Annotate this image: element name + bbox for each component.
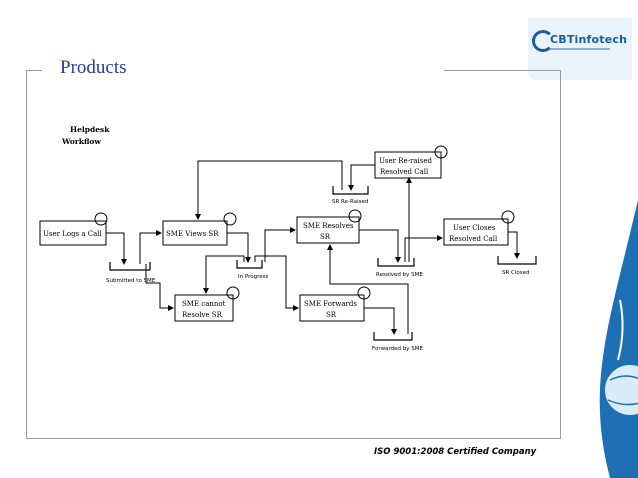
node-label: Resolved Call <box>449 235 498 243</box>
state-label: Resolved by SME <box>376 272 423 278</box>
connector <box>106 232 127 265</box>
state-label: SR Closed <box>502 270 530 276</box>
state-reraised-bracket <box>332 186 369 195</box>
logo-mark-icon <box>532 30 554 52</box>
node-label: SME Views SR <box>166 230 219 238</box>
connector <box>359 229 401 263</box>
connector <box>404 235 443 262</box>
footer-certification: ISO 9001:2008 Certified Company <box>374 447 537 457</box>
connector <box>508 231 520 259</box>
content-frame <box>26 70 561 439</box>
node-label: User Logs a Call <box>43 230 103 238</box>
node-marker-icon <box>94 212 108 226</box>
node-label: SR <box>326 311 337 319</box>
connector <box>264 227 296 262</box>
node-label: SME cannot <box>182 300 226 308</box>
logo-text: CBTinfotech <box>550 33 628 46</box>
state-label: In Progress <box>238 274 268 280</box>
diagram-heading-2: Workflow <box>61 137 101 146</box>
diagram-heading-1: Helpdesk <box>70 125 110 134</box>
state-closed-bracket <box>497 256 537 265</box>
node-label: User Closes <box>453 224 496 232</box>
node-user-reraised <box>374 151 442 179</box>
node-sme-views <box>162 220 228 246</box>
node-label: SME Forwards <box>304 300 357 308</box>
node-label: SR <box>320 233 331 241</box>
globe-icon <box>603 363 638 417</box>
node-label: Resolve SR <box>182 311 223 319</box>
connector <box>195 160 343 220</box>
connector <box>327 244 409 334</box>
connector <box>139 230 162 264</box>
connector <box>254 255 299 311</box>
node-marker-icon <box>501 210 515 224</box>
connector <box>364 307 397 335</box>
state-resolved-bracket <box>377 258 415 267</box>
state-submitted-bracket <box>109 262 151 271</box>
node-label: Resolved Call <box>380 168 429 176</box>
deco-band <box>599 200 638 478</box>
node-label: User Re-raised <box>379 157 432 165</box>
node-marker-icon <box>434 145 448 159</box>
state-label: Forwarded by SME <box>372 346 423 352</box>
frame-top-left <box>26 70 42 71</box>
node-marker-icon <box>223 212 237 226</box>
node-marker-icon <box>348 209 362 223</box>
state-in-progress-bracket <box>236 260 263 269</box>
connector <box>227 232 251 263</box>
state-forwarded-bracket <box>373 332 413 341</box>
node-marker-icon <box>226 286 240 300</box>
logo-underline <box>550 48 610 50</box>
node-label: SME Resolves <box>303 222 354 230</box>
decorative-globe-graphic <box>599 200 638 478</box>
state-label: Submitted to SME <box>106 278 156 284</box>
node-sme-cannot <box>174 294 234 322</box>
frame-top-right <box>444 70 560 71</box>
state-label: SR Re-Raised <box>332 199 368 205</box>
connector <box>203 255 245 294</box>
connector <box>145 264 174 311</box>
connector <box>348 164 375 191</box>
node-marker-icon <box>357 286 371 300</box>
page-title: Products <box>60 57 127 78</box>
